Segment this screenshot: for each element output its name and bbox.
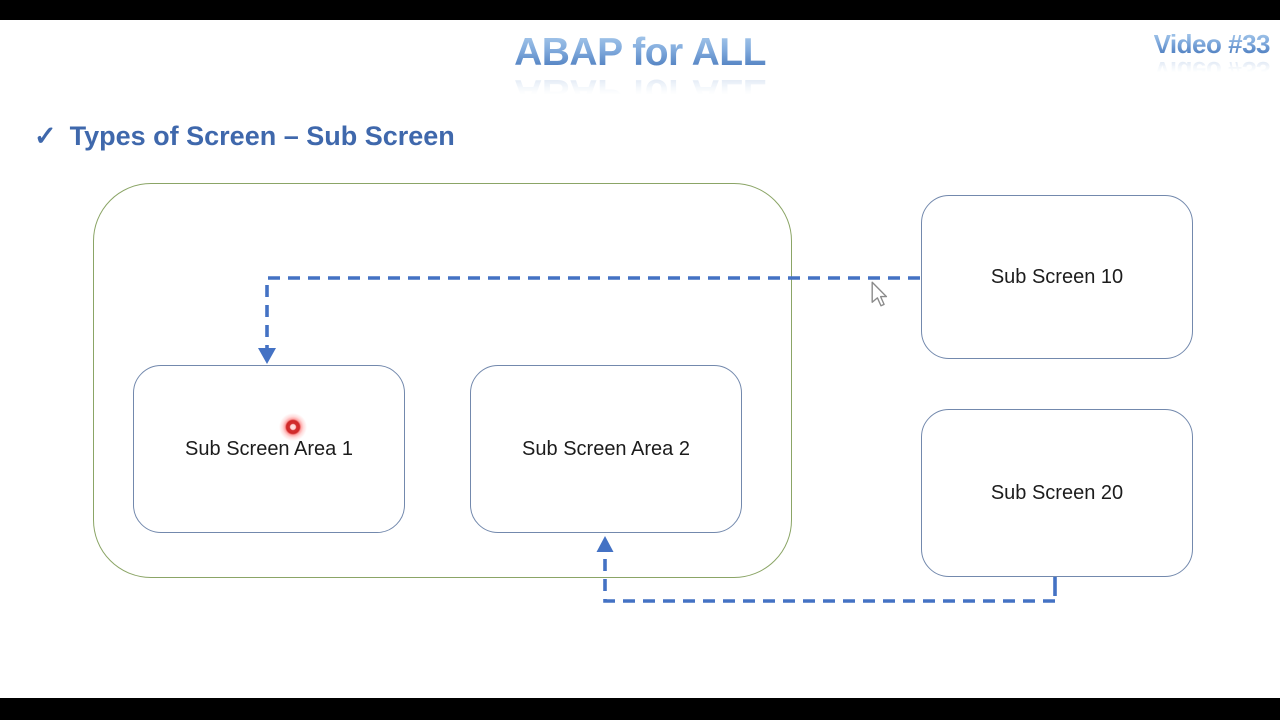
video-number-badge: Video #33 Video #33 bbox=[1153, 29, 1271, 86]
main-screen-container bbox=[93, 183, 792, 578]
sub-screen-area-2-label: Sub Screen Area 2 bbox=[522, 437, 690, 460]
video-number-label: Video #33 bbox=[1153, 29, 1271, 59]
sub-screen-area-1-box: Sub Screen Area 1 bbox=[133, 365, 405, 533]
sub-screen-area-2-box: Sub Screen Area 2 bbox=[470, 365, 742, 533]
section-heading-label: Types of Screen – Sub Screen bbox=[69, 121, 455, 151]
letterbox-bar-top bbox=[0, 0, 1280, 20]
sub-screen-20-label: Sub Screen 20 bbox=[990, 481, 1124, 504]
section-heading: ✓ Types of Screen – Sub Screen bbox=[34, 121, 455, 152]
page-title: ABAP for ALL bbox=[514, 31, 766, 74]
letterbox-bar-bottom bbox=[0, 698, 1280, 720]
laser-pointer-dot bbox=[279, 413, 307, 441]
slide-header: ABAP for ALL ABAP for ALL bbox=[0, 31, 1280, 114]
sub-screen-20-box: Sub Screen 20 bbox=[921, 409, 1193, 577]
mouse-cursor-icon bbox=[871, 281, 888, 307]
sub-screen-10-label: Sub Screen 10 bbox=[990, 265, 1124, 288]
checkmark-icon: ✓ bbox=[34, 121, 57, 151]
sub-screen-10-box: Sub Screen 10 bbox=[921, 195, 1193, 359]
page-title-reflection: ABAP for ALL bbox=[0, 71, 1280, 114]
video-number-reflection: Video #33 bbox=[1153, 56, 1270, 86]
sub-screen-area-1-label: Sub Screen Area 1 bbox=[185, 437, 353, 460]
